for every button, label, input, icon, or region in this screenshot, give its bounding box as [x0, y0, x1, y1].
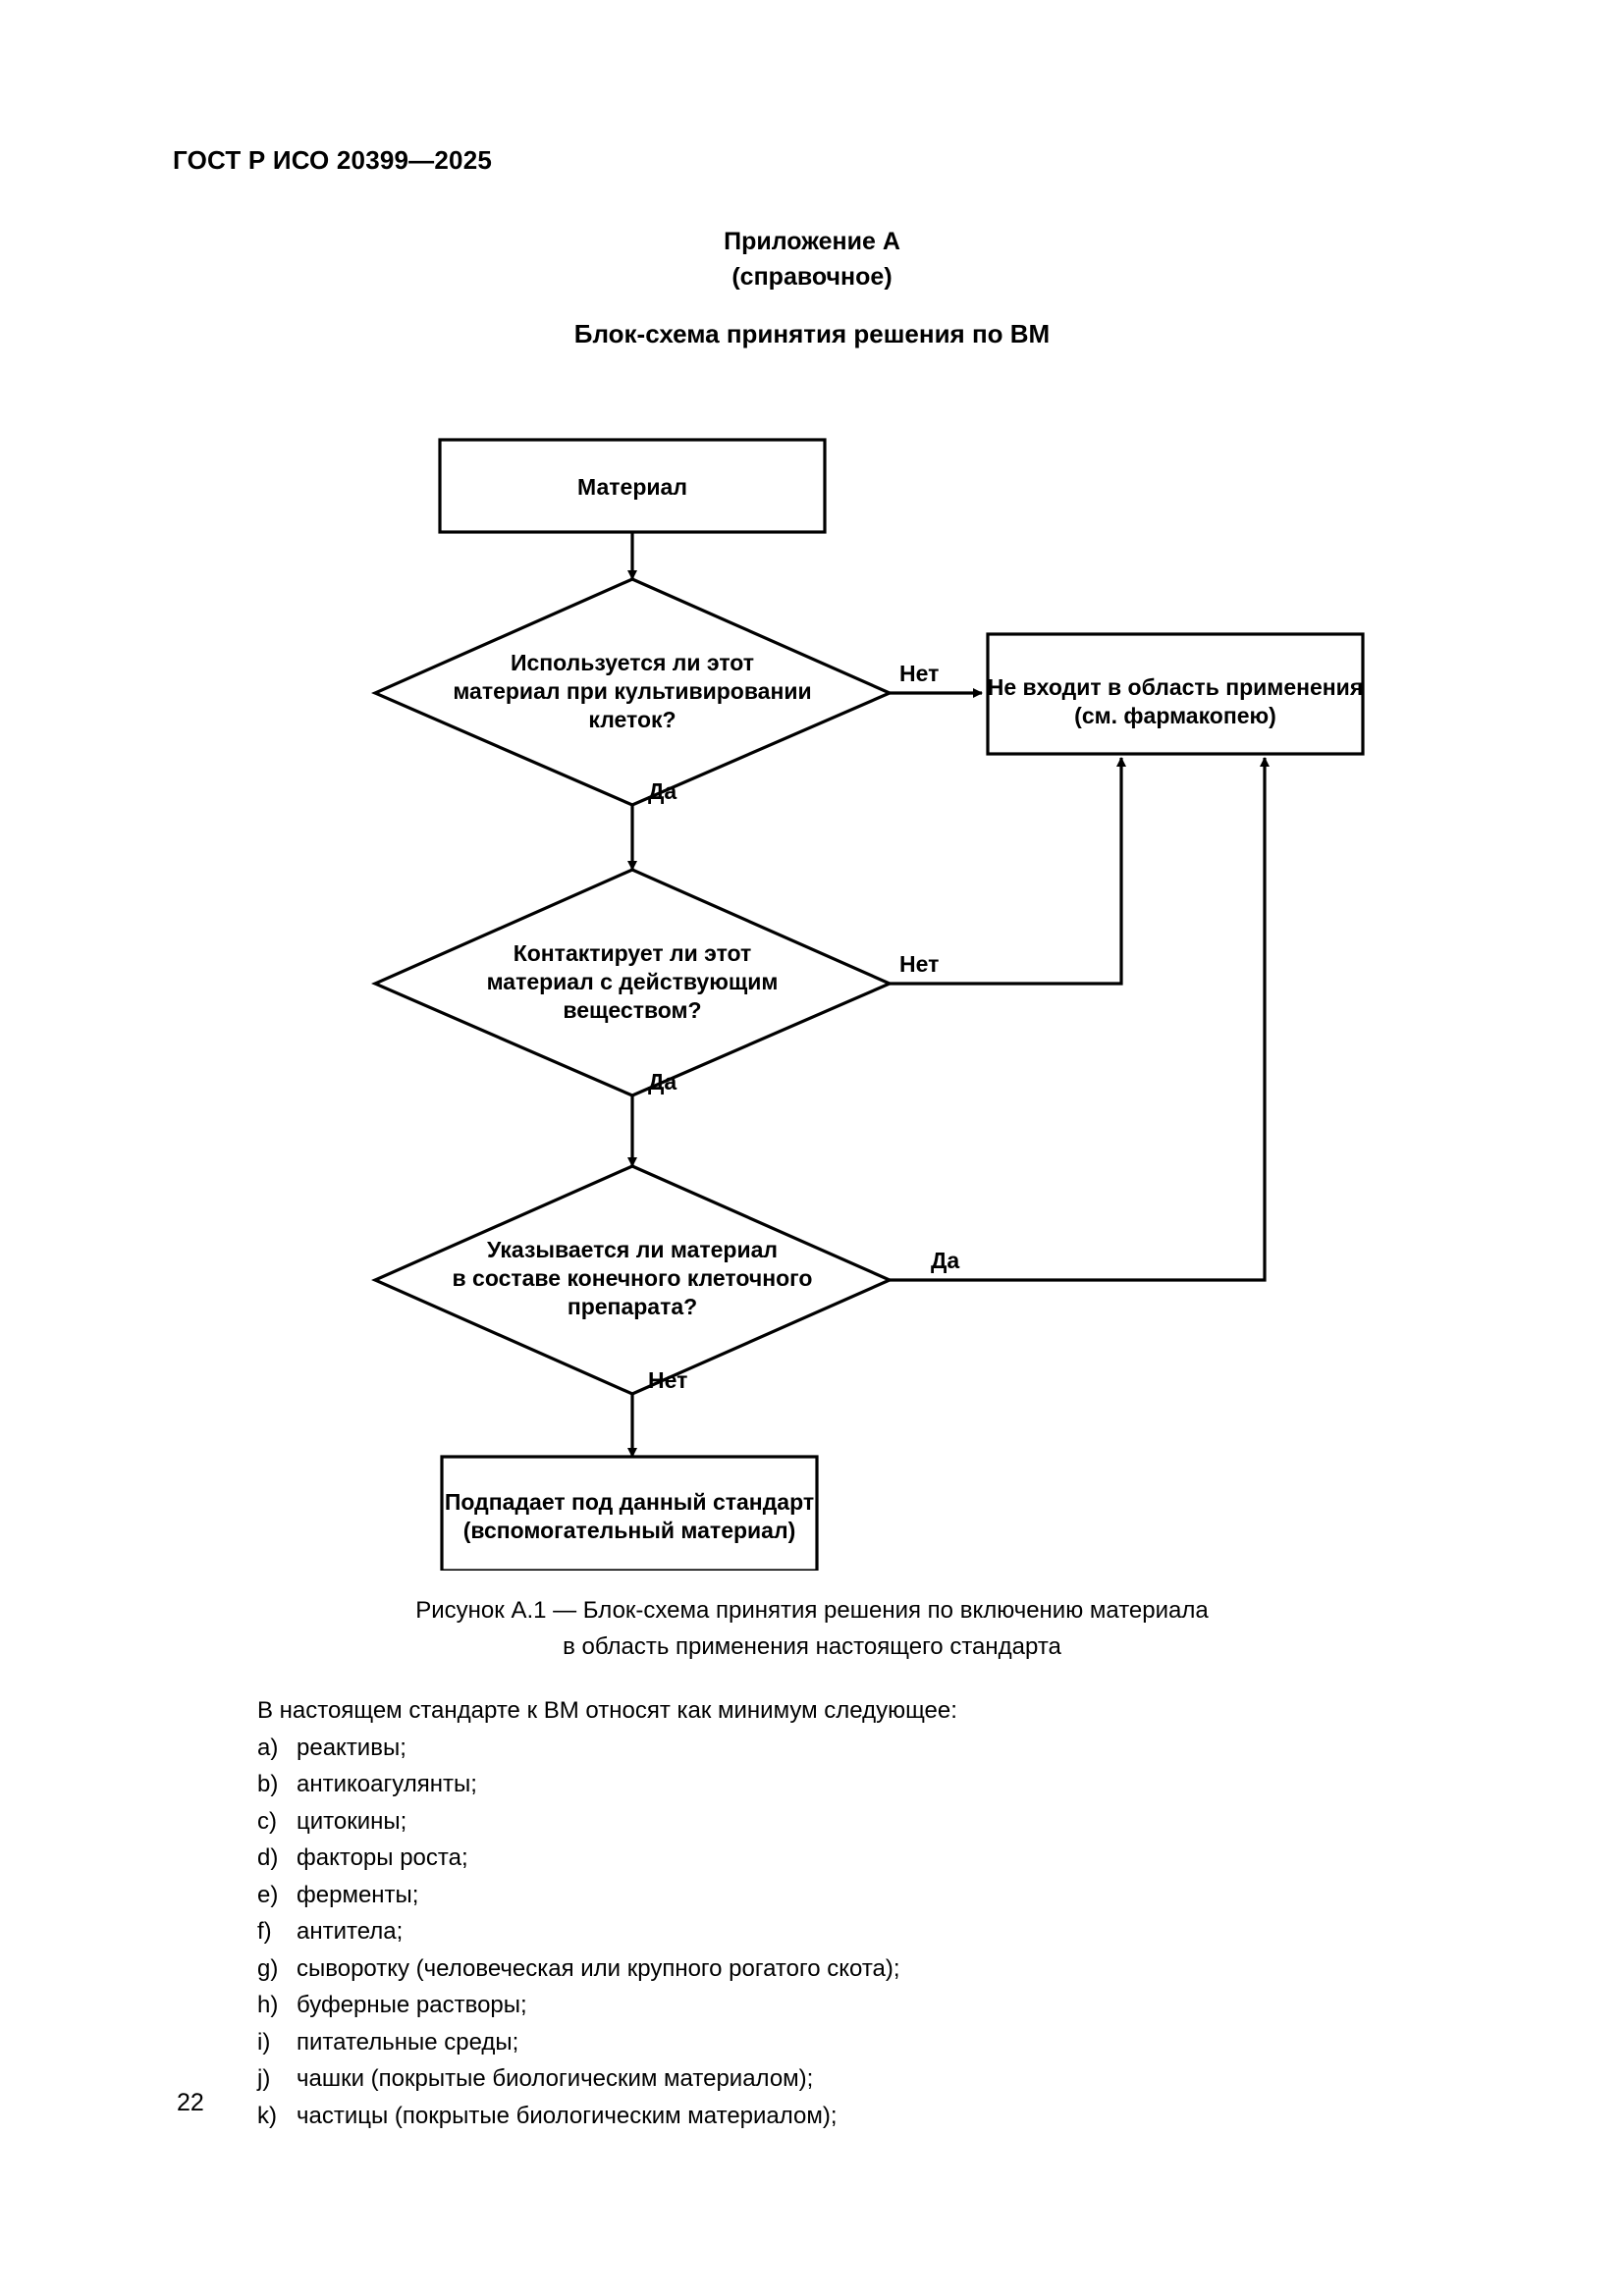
flow-node-decision3-line3: препарата? — [568, 1294, 697, 1319]
flow-node-decision-listed-in-final-product[interactable] — [371, 1164, 893, 1396]
list-item: k) частицы (покрытые биологическим матер… — [257, 2098, 1416, 2135]
annex-heading: Блок-схема принятия решения по ВМ — [573, 319, 1051, 348]
list-item-marker: c) — [257, 1807, 277, 1835]
connector-d3-yes — [890, 757, 1270, 1282]
flow-node-decision2-line3: веществом? — [563, 997, 701, 1023]
flow-node-decision2-line1: Контактирует ли этот — [514, 940, 752, 966]
flow-node-decision1-line3: клеток? — [588, 707, 676, 732]
flow-node-in-scope[interactable] — [440, 1455, 819, 1571]
edge-label-d3-no: Нет — [648, 1367, 687, 1393]
flow-node-out-of-scope-line2: (см. фармакопею) — [1074, 703, 1276, 728]
flow-node-out-of-scope-line1: Не входит в область применения — [988, 674, 1364, 700]
edge-label-d2-no: Нет — [899, 951, 939, 977]
list-item-text: питательные среды; — [297, 2028, 519, 2056]
list-item-text: ферменты; — [297, 1881, 419, 1908]
list-item-text: реактивы; — [297, 1734, 406, 1761]
edge-label-d1-yes: Да — [648, 778, 677, 804]
annex-subtitle: (справочное) — [731, 263, 893, 291]
list-item: i) питательные среды; — [257, 2024, 1416, 2061]
list-item-marker: b) — [257, 1771, 279, 1797]
list-item: d) факторы роста; — [257, 1840, 1416, 1877]
list-item: b) антикоагулянты; — [257, 1766, 1416, 1803]
annex-title: Приложение А — [724, 228, 900, 255]
flow-node-in-scope-line2: (вспомогательный материал) — [463, 1518, 795, 1543]
list-item-marker: i) — [257, 2028, 271, 2056]
list-item-text: буферные растворы; — [297, 1992, 527, 2018]
connector-d2-no — [890, 757, 1126, 986]
flow-node-start[interactable] — [438, 438, 827, 534]
list-item-marker: g) — [257, 1954, 279, 1982]
flow-node-decision-cell-culture[interactable] — [371, 577, 893, 807]
list-item: h) буферные растворы; — [257, 1987, 1416, 2024]
list-item-text: сыворотку (человеческая или крупного рог… — [297, 1954, 900, 1982]
list-item-marker: j) — [257, 2065, 271, 2092]
list-item-text: антитела; — [297, 1918, 404, 1945]
list-item-text: чашки (покрытые биологическим материалом… — [297, 2065, 814, 2092]
edge-label-d2-yes: Да — [648, 1069, 677, 1095]
annex-title-block: Приложение А (справочное) — [0, 224, 1624, 294]
flow-node-decision1-line2: материал при культивировании — [453, 678, 811, 704]
list-item: e) ферменты; — [257, 1877, 1416, 1914]
list-item-marker: k) — [257, 2102, 277, 2129]
flow-node-decision-contact-active-substance[interactable] — [371, 868, 893, 1097]
list-item-marker: e) — [257, 1881, 279, 1908]
flow-node-start-label: Материал — [577, 474, 687, 500]
list-item: c) цитокины; — [257, 1803, 1416, 1841]
edge-label-d1-no: Нет — [899, 661, 939, 686]
flow-node-decision3-line2: в составе конечного клеточного — [453, 1265, 813, 1291]
body-text: В настоящем стандарте к ВМ относят как м… — [257, 1692, 1416, 2134]
figure-caption-line1: Рисунок А.1 — Блок-схема принятия решени… — [415, 1597, 1209, 1624]
body-intro: В настоящем стандарте к ВМ относят как м… — [257, 1697, 957, 1724]
list-item-text: цитокины; — [297, 1807, 407, 1835]
flow-node-decision1-line1: Используется ли этот — [511, 650, 754, 675]
list-item-marker: a) — [257, 1734, 279, 1761]
list-item-marker: f) — [257, 1918, 272, 1945]
page-number: 22 — [177, 2089, 204, 2116]
figure-caption: Рисунок А.1 — Блок-схема принятия решени… — [0, 1592, 1624, 1665]
list-item: g) сыворотку (человеческая или крупного … — [257, 1950, 1416, 1988]
flowchart: Материал Используется ли этот материал п… — [0, 412, 1624, 1571]
materials-list: a) реактивы; b) антикоагулянты; c) циток… — [257, 1730, 1416, 2135]
flow-node-decision3-line1: Указывается ли материал — [487, 1237, 778, 1262]
flow-node-out-of-scope[interactable] — [986, 632, 1365, 756]
list-item-marker: h) — [257, 1992, 279, 2018]
list-item: f) антитела; — [257, 1913, 1416, 1950]
figure-caption-line2: в область применения настоящего стандарт… — [563, 1633, 1061, 1660]
list-item: j) чашки (покрытые биологическим материа… — [257, 2060, 1416, 2098]
flowchart-svg: Материал Используется ли этот материал п… — [371, 438, 1365, 1571]
list-item-text: частицы (покрытые биологическим материал… — [297, 2102, 838, 2129]
edge-label-d3-yes: Да — [931, 1248, 959, 1273]
list-item-text: антикоагулянты; — [297, 1771, 477, 1797]
running-head: ГОСТ Р ИСО 20399—2025 — [173, 145, 493, 175]
flow-node-decision2-line2: материал с действующим — [487, 969, 779, 994]
list-item: a) реактивы; — [257, 1730, 1416, 1767]
list-item-marker: d) — [257, 1844, 279, 1871]
list-item-text: факторы роста; — [297, 1844, 468, 1871]
flow-node-in-scope-line1: Подпадает под данный стандарт — [445, 1489, 814, 1515]
